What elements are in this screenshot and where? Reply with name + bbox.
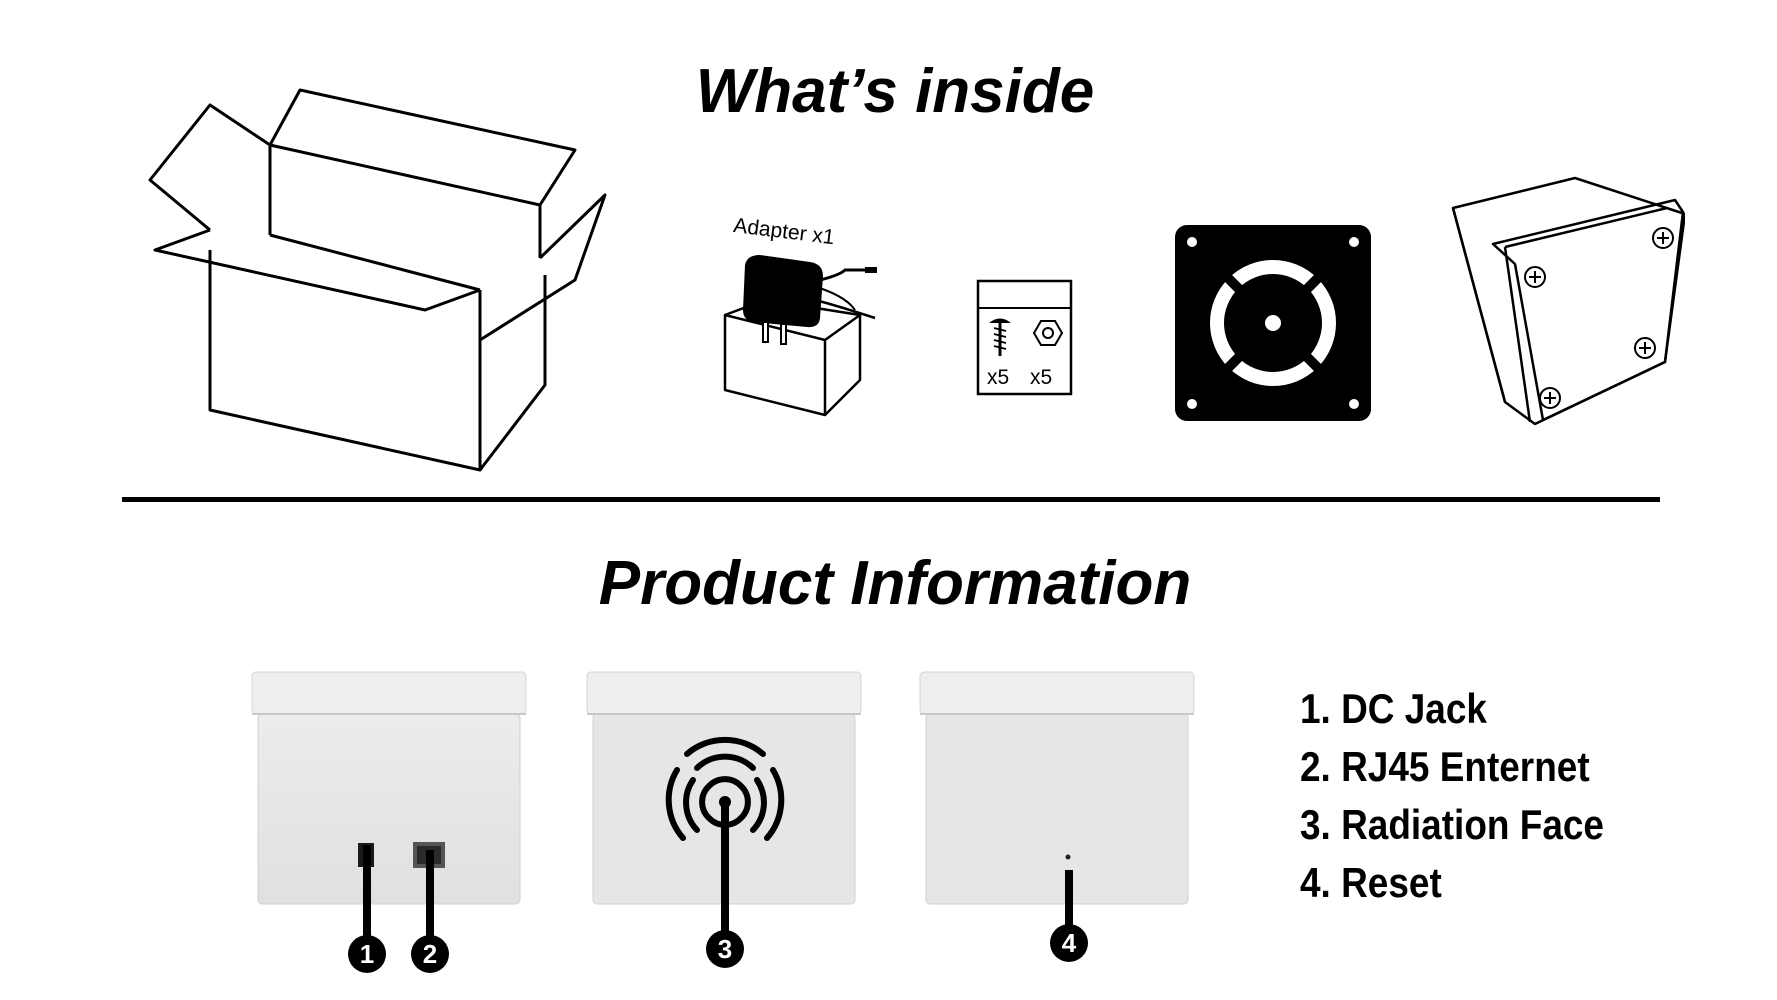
enclosure-ports-view <box>251 671 527 905</box>
callout-2-badge: 2 <box>411 935 449 973</box>
callout-3-badge: 3 <box>706 930 744 968</box>
legend-item-radiation-face: 3. Radiation Face <box>1300 801 1604 848</box>
legend-item-rj45: 2. RJ45 Enternet <box>1300 743 1590 790</box>
enclosure-reset-view <box>919 671 1195 905</box>
callout-3-line <box>721 803 729 953</box>
reset-hole <box>1065 854 1071 860</box>
radiation-icon <box>665 736 785 841</box>
whats-inside-title: What’s inside <box>695 57 1095 126</box>
callout-1-badge: 1 <box>348 935 386 973</box>
open-box-icon <box>148 88 607 472</box>
mounting-plate-icon <box>1175 225 1371 421</box>
screw-icon <box>989 318 1011 356</box>
nut-icon <box>1032 320 1064 346</box>
power-adapter-icon <box>723 255 877 417</box>
screw-count: x5 <box>987 366 1010 389</box>
callout-1-line <box>363 845 371 953</box>
enclosure-box-icon <box>1451 176 1685 426</box>
component-legend: 1. DC Jack 2. RJ45 Enternet 3. Radiation… <box>1300 680 1645 912</box>
product-information-title: Product Information <box>598 549 1192 618</box>
callout-4-line <box>1065 870 1073 945</box>
screw-bag-icon <box>976 279 1073 396</box>
legend-item-dc-jack: 1. DC Jack <box>1300 685 1487 732</box>
nut-count: x5 <box>1030 366 1053 389</box>
section-divider <box>122 497 1660 502</box>
callout-2-line <box>426 850 434 954</box>
callout-4-badge: 4 <box>1050 924 1088 962</box>
legend-item-reset: 4. Reset <box>1300 859 1442 906</box>
